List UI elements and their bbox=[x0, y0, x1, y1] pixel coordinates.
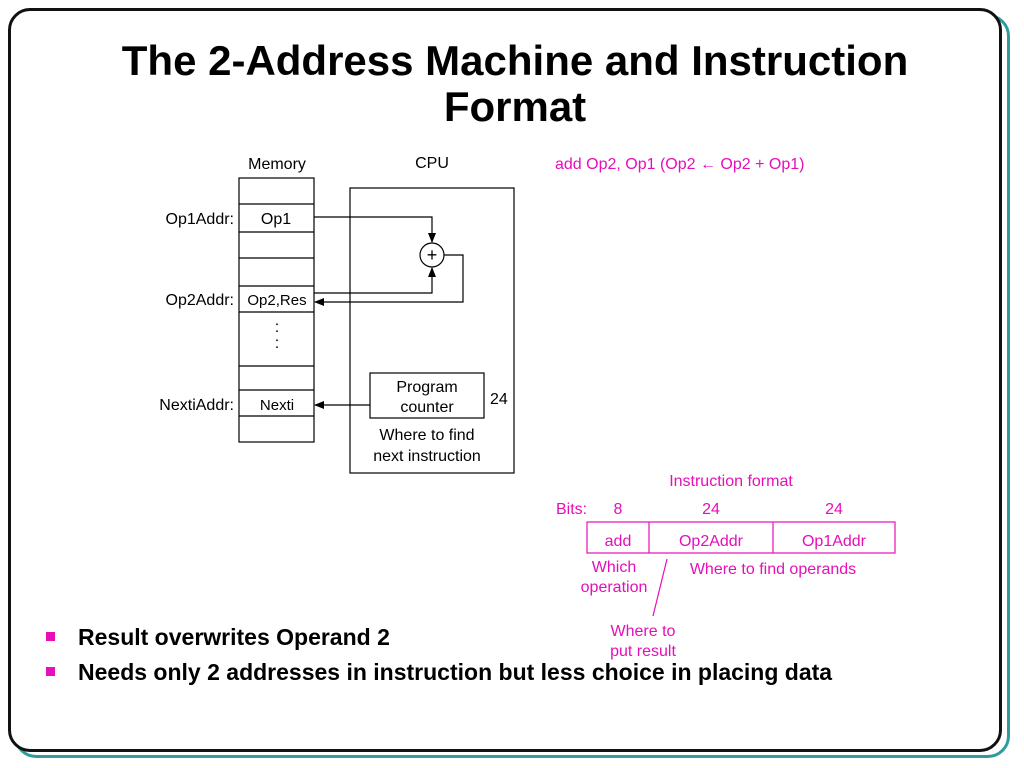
format-box bbox=[586, 521, 896, 554]
which-line1: Which bbox=[592, 559, 636, 576]
which-line2: operation bbox=[581, 579, 648, 596]
instruction-statement: add Op2, Op1 (Op2 ← Op2 + Op1) bbox=[555, 156, 804, 173]
program-counter-line1: Program bbox=[396, 379, 457, 396]
bullet-square-icon bbox=[46, 632, 55, 641]
memory-column bbox=[238, 177, 315, 443]
bullet-item: Needs only 2 addresses in instruction bu… bbox=[44, 659, 864, 686]
bits-field-1: 8 bbox=[614, 501, 623, 518]
bullet-item: Result overwrites Operand 2 bbox=[44, 624, 864, 651]
datapath-wires bbox=[314, 216, 464, 409]
ellipsis-dots-top: : bbox=[275, 319, 279, 336]
slide-frame bbox=[8, 8, 1002, 752]
op2-to-adder-arrow bbox=[314, 267, 436, 294]
bits-field-2: 24 bbox=[702, 501, 720, 518]
where-operands: Where to find operands bbox=[690, 561, 856, 578]
bullet-list: Result overwrites Operand 2 Needs only 2… bbox=[44, 624, 864, 694]
bits-field-3: 24 bbox=[825, 501, 843, 518]
ellipsis-dots-bottom: : bbox=[275, 335, 279, 352]
nextiaddr-label: NextiAddr: bbox=[159, 397, 234, 414]
slide-title: The 2-Address Machine and Instruction Fo… bbox=[121, 37, 909, 130]
result-pointer-line bbox=[652, 558, 668, 617]
memory-label: Memory bbox=[248, 156, 306, 173]
where-next-line2: next instruction bbox=[373, 448, 481, 465]
program-counter-line2: counter bbox=[400, 399, 454, 416]
format-title: Instruction format bbox=[669, 473, 793, 490]
adder-to-result-arrow bbox=[314, 254, 464, 306]
memory-ellipsis: : : bbox=[275, 319, 279, 352]
format-field-add: add bbox=[605, 533, 632, 550]
bits-label: Bits: bbox=[556, 501, 587, 518]
where-result-line2: put result bbox=[610, 643, 676, 660]
cpu-label: CPU bbox=[415, 155, 449, 172]
bullet-square-icon bbox=[46, 667, 55, 676]
program-counter-bits: 24 bbox=[490, 391, 508, 408]
op1addr-label: Op1Addr: bbox=[166, 211, 234, 228]
adder-plus-icon: + bbox=[427, 245, 438, 265]
cpu-box bbox=[349, 187, 515, 474]
format-field-op1addr: Op1Addr bbox=[802, 533, 867, 550]
bullet-text: Needs only 2 addresses in instruction bu… bbox=[78, 659, 833, 685]
where-result-line1: Where to bbox=[611, 623, 676, 640]
program-counter-box bbox=[369, 372, 485, 419]
where-next-line1: Where to find bbox=[379, 427, 474, 444]
op1-to-adder-arrow bbox=[314, 216, 436, 243]
memory-cell-nexti: Nexti bbox=[260, 397, 294, 414]
memory-cell-op1: Op1 bbox=[261, 211, 291, 228]
memory-cell-dividers bbox=[239, 203, 314, 417]
op2addr-label: Op2Addr: bbox=[166, 292, 234, 309]
bullet-text: Result overwrites Operand 2 bbox=[78, 624, 390, 650]
memory-cell-op2res: Op2,Res bbox=[247, 292, 306, 309]
format-field-op2addr: Op2Addr bbox=[679, 533, 744, 550]
